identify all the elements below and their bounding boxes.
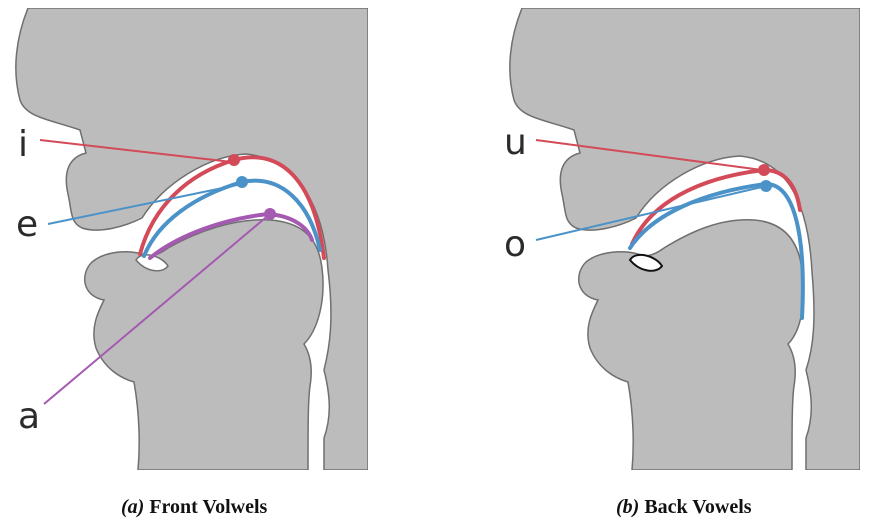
jaw-silhouette: [579, 220, 804, 470]
jaw-silhouette: [85, 220, 323, 470]
label-o: o: [504, 224, 526, 265]
caption-back-vowels: (b) Back Vowels: [616, 496, 752, 519]
label-e: e: [16, 204, 38, 245]
dot-e: [236, 176, 248, 188]
dot-i: [228, 154, 240, 166]
caption-front-vowels: (a) Front Volwels: [121, 496, 267, 519]
label-a: a: [18, 396, 40, 437]
dot-u: [758, 164, 770, 176]
caption-title: Front Volwels: [149, 496, 267, 518]
caption-prefix: (a): [121, 496, 144, 518]
dot-o: [760, 180, 772, 192]
panel-back-vowels: u o: [500, 8, 860, 470]
caption-prefix: (b): [616, 496, 639, 518]
dot-a: [264, 208, 276, 220]
panel-front-vowels: i e a: [8, 8, 368, 470]
label-u: u: [504, 122, 527, 163]
caption-title: Back Vowels: [644, 496, 751, 518]
back-vowels-diagram: u o: [500, 8, 860, 470]
front-vowels-diagram: i e a: [8, 8, 368, 470]
label-i: i: [18, 124, 28, 165]
